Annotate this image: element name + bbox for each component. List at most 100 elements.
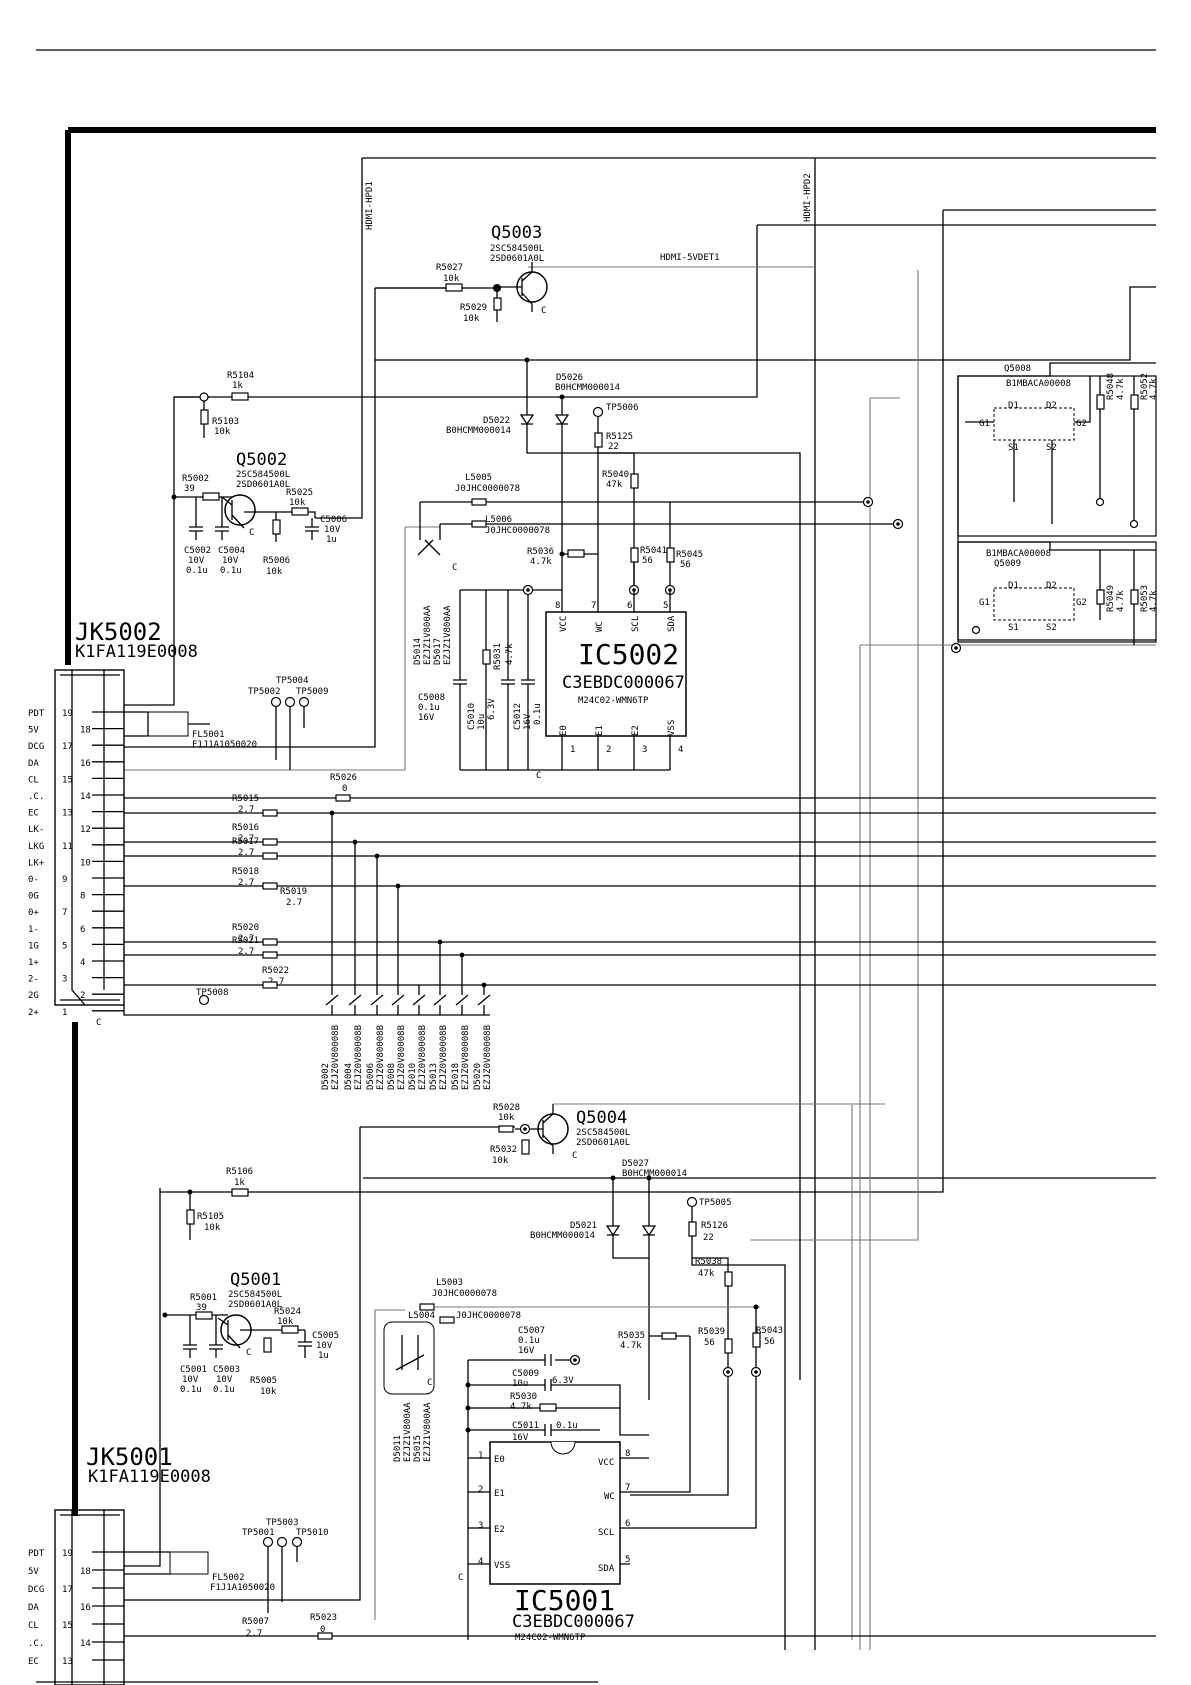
esd-diode-part: EZJZ0V80008B bbox=[376, 1025, 386, 1090]
jk5001-pin-number: 14 bbox=[80, 1639, 91, 1649]
svg-text:10k: 10k bbox=[260, 1387, 277, 1397]
svg-text:TP5003: TP5003 bbox=[266, 1518, 299, 1528]
svg-text:L5003: L5003 bbox=[436, 1278, 463, 1288]
svg-text:5: 5 bbox=[663, 601, 668, 611]
jk5001-pin-number: 17 bbox=[62, 1585, 73, 1595]
ic5002: 8 7 6 5 VCC WC SCL SDA IC5002 C3EBDC0000… bbox=[460, 590, 687, 781]
svg-text:R5048: R5048 bbox=[1106, 373, 1116, 400]
svg-text:VCC: VCC bbox=[598, 1458, 614, 1468]
r5020-value: 2.7 bbox=[238, 934, 254, 944]
svg-text:1k: 1k bbox=[234, 1178, 245, 1188]
jk5002-signal-label: LK- bbox=[28, 825, 44, 835]
svg-text:WC: WC bbox=[604, 1492, 615, 1502]
tp5005: TP5005 bbox=[686, 1196, 732, 1222]
svg-text:10k: 10k bbox=[492, 1156, 509, 1166]
r5023-resistor: R5023 0 bbox=[310, 1613, 337, 1640]
svg-text:2.7: 2.7 bbox=[246, 1629, 262, 1639]
esd-diode-symbol bbox=[412, 985, 426, 1015]
svg-text:J0JHC0000078: J0JHC0000078 bbox=[432, 1289, 497, 1299]
svg-text:C5010: C5010 bbox=[467, 703, 477, 730]
jk5002-pin-number: 13 bbox=[62, 809, 73, 819]
esd-diode-ref: D5002 bbox=[321, 1063, 331, 1090]
svg-text:C5012: C5012 bbox=[513, 703, 523, 730]
r5039-resistor: R5039 56 bbox=[630, 1320, 734, 1496]
svg-text:EZJZ1V800AA: EZJZ1V800AA bbox=[423, 605, 433, 665]
svg-text:TP5004: TP5004 bbox=[276, 676, 309, 686]
svg-text:56: 56 bbox=[642, 556, 653, 566]
jk5002-signal-label: 2- bbox=[28, 975, 39, 985]
svg-text:6: 6 bbox=[625, 1519, 630, 1529]
jk5001-pin-number: 18 bbox=[80, 1567, 91, 1577]
svg-text:D2: D2 bbox=[1046, 401, 1057, 411]
esd-diode-part: EZJZ0V80008B bbox=[397, 1025, 407, 1090]
svg-text:EZJZ1V800AA: EZJZ1V800AA bbox=[403, 1402, 413, 1462]
svg-text:16V: 16V bbox=[518, 1346, 535, 1356]
esd-diode-symbol bbox=[477, 985, 491, 1015]
esd-diode-part: EZJZ0V80008B bbox=[331, 1025, 341, 1090]
d5026-diode: D5026 B0HCMM000014 bbox=[554, 373, 620, 590]
q5009-mosfet: B1MBACA00008 Q5009 D1 D2 G1 G2 S1 S2 R50… bbox=[950, 541, 1159, 654]
svg-text:F1J1A1050020: F1J1A1050020 bbox=[192, 740, 257, 750]
svg-text:S2: S2 bbox=[1046, 623, 1057, 633]
ic5002-decoupling: C5008 0.1u 16V C5010 10u 6.3V R5031 4.7k… bbox=[418, 584, 562, 770]
c5006-capacitor: C5006 10V 1u bbox=[305, 515, 347, 545]
svg-text:R5126: R5126 bbox=[701, 1221, 728, 1231]
svg-text:56: 56 bbox=[680, 560, 691, 570]
c5004-capacitor: C5004 10V 0.1u bbox=[215, 497, 245, 576]
jk5002-signal-label: 5V bbox=[28, 726, 39, 736]
svg-text:K1FA119E0008: K1FA119E0008 bbox=[88, 1467, 211, 1487]
jk5002-signal-label: LK+ bbox=[28, 858, 45, 868]
esd-diode-part: EZJZ0V80008B bbox=[461, 1025, 471, 1090]
r5105-resistor: R5105 10k bbox=[186, 1189, 224, 1240]
q5003-part2: 2SD0601A0L bbox=[490, 254, 544, 264]
svg-text:10k: 10k bbox=[463, 314, 480, 324]
net-label-hpd2: HDMI-HPD2 bbox=[803, 173, 813, 222]
svg-text:C: C bbox=[572, 1151, 577, 1161]
r5017-value: 2.7 bbox=[238, 848, 254, 858]
jk5002-connector: JK5002 K1FA119E0008 C bbox=[54, 618, 490, 1028]
svg-text:0.1u: 0.1u bbox=[220, 566, 242, 576]
jk5002-signal-label: 0G bbox=[28, 892, 39, 902]
q5008-mosfet: Q5008 B1MBACA00008 D1 D2 G1 G2 S1 S2 R50… bbox=[957, 364, 1159, 537]
svg-text:SDA: SDA bbox=[667, 615, 677, 632]
svg-text:R5029: R5029 bbox=[460, 303, 487, 313]
r5028-resistor: R5028 10k bbox=[493, 1103, 531, 1135]
svg-text:R5023: R5023 bbox=[310, 1613, 337, 1623]
tp5006: TP5006 bbox=[592, 403, 639, 433]
svg-text:4.7k: 4.7k bbox=[1116, 590, 1126, 612]
svg-text:R5001: R5001 bbox=[190, 1293, 217, 1303]
svg-text:0.1u: 0.1u bbox=[213, 1385, 235, 1395]
thick-bus bbox=[65, 127, 1156, 1516]
tmds-resistor-bank: R50152.7R50162.7R50172.7R50182.7R50192.7… bbox=[124, 794, 1156, 989]
svg-text:4: 4 bbox=[478, 1557, 483, 1567]
svg-text:16V: 16V bbox=[523, 713, 533, 730]
r5041-resistor: R5041 56 bbox=[628, 546, 667, 596]
r5038-resistor: R5038 47k bbox=[692, 1257, 733, 1320]
ic5001-decoupling: C5007 0.1u 16V C5009 10u 6.3V R5030 4.7k… bbox=[465, 1326, 649, 1640]
esd-diode-part: EZJZ0V80008B bbox=[439, 1025, 449, 1090]
r5021-body bbox=[262, 951, 278, 959]
svg-text:R5024: R5024 bbox=[274, 1307, 301, 1317]
r5025-resistor: R5025 10k bbox=[244, 488, 316, 518]
svg-text:J0JHC0000078: J0JHC0000078 bbox=[485, 526, 550, 536]
svg-text:C: C bbox=[536, 771, 541, 781]
jk5002-signal-label: 1G bbox=[28, 941, 39, 951]
jk5002-pin-number: 16 bbox=[80, 759, 91, 769]
jk5002-signal-label: CL bbox=[28, 775, 39, 785]
esd-diode-symbol bbox=[325, 985, 339, 1015]
l5004-inductor: L5004 J0JHC0000078 C D5011 EZJZ1V800AA D… bbox=[383, 1311, 521, 1462]
svg-text:D5011: D5011 bbox=[393, 1435, 403, 1462]
jk5002-pin-number: 7 bbox=[62, 908, 67, 918]
q5002-transistor: Q5002 2SC584500L 2SD0601A0L C bbox=[221, 450, 290, 538]
svg-text:C: C bbox=[452, 563, 457, 573]
r5006-resistor: R5006 10k bbox=[263, 512, 290, 577]
l5006-inductor: L5006 J0JHC0000078 bbox=[440, 515, 904, 536]
svg-text:Q5009: Q5009 bbox=[994, 559, 1021, 569]
svg-text:C3EBDC000067: C3EBDC000067 bbox=[562, 673, 685, 693]
jk5001-pin-number: 19 bbox=[62, 1549, 73, 1559]
svg-text:R5049: R5049 bbox=[1106, 585, 1116, 612]
svg-text:10k: 10k bbox=[277, 1317, 294, 1327]
svg-text:E2: E2 bbox=[494, 1525, 505, 1535]
